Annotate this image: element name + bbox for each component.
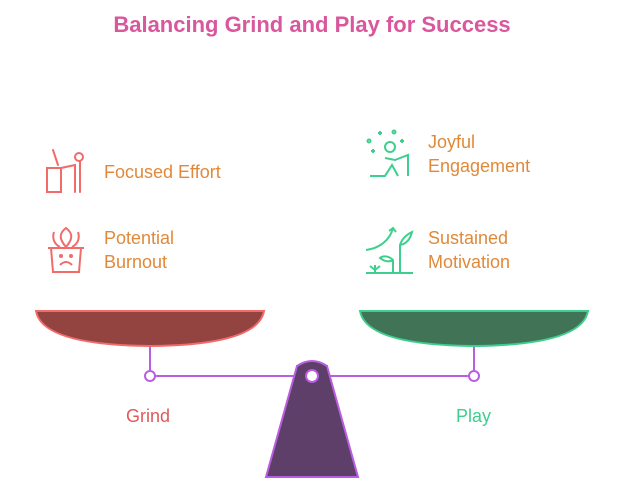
focused-effort-label: Focused Effort bbox=[104, 162, 221, 182]
diagram-title: Balancing Grind and Play for Success bbox=[113, 12, 511, 37]
joyful-engagement-label: Joyful Engagement bbox=[428, 132, 531, 176]
center-pivot bbox=[305, 369, 319, 383]
playful-person-sparkles-icon bbox=[366, 129, 409, 177]
fulcrum bbox=[264, 360, 360, 478]
sustained-motivation-label: Sustained Motivation bbox=[428, 228, 511, 272]
play-label: Play bbox=[456, 406, 492, 426]
left-pivot bbox=[144, 370, 156, 382]
left-pan bbox=[34, 310, 266, 348]
growing-plant-arrow-icon bbox=[365, 226, 414, 274]
potential-burnout-label: Potential Burnout bbox=[104, 228, 175, 272]
grind-label: Grind bbox=[126, 406, 171, 426]
right-pan bbox=[358, 310, 590, 348]
right-pivot bbox=[468, 370, 480, 382]
person-at-desk-icon bbox=[46, 149, 84, 193]
sad-plant-pot-icon bbox=[48, 226, 84, 273]
